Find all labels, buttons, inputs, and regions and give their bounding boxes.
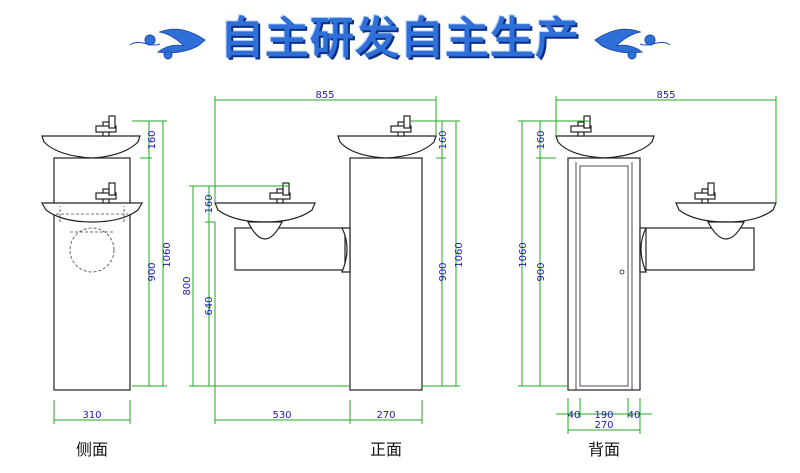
bubbler-faucet [95, 182, 117, 204]
dim-front-bowl-left: 160 [204, 194, 215, 213]
view-label-back: 背面 [588, 440, 620, 459]
bubbler-faucet [694, 182, 716, 204]
dim-back-bowl: 160 [536, 130, 547, 149]
dim-side-total: 1060 [162, 242, 173, 267]
column-body [53, 157, 131, 391]
dim-side-lower: 900 [147, 262, 158, 281]
floral-scroll-icon [594, 28, 671, 60]
dim-front-low-column: 640 [204, 296, 215, 315]
dim-front-overall: 855 [315, 90, 334, 101]
header-banner: 自主研发自主生产 [0, 0, 800, 70]
dim-back-door: 190 [594, 410, 613, 421]
low-bowl [214, 202, 316, 223]
dim-front-bowl-right: 160 [438, 130, 449, 149]
access-door [579, 165, 629, 387]
front-view: 855 530 270 160 800 640 160 900 1060 正面 [182, 90, 465, 459]
side-view: 310 160 900 1060 侧面 [40, 115, 173, 459]
page-title: 自主研发自主生产 [220, 13, 580, 64]
floral-scroll-icon [129, 28, 206, 60]
dim-back-column: 270 [594, 420, 613, 431]
view-label-front: 正面 [370, 440, 402, 459]
lower-bowl [40, 202, 144, 223]
back-view: 855 160 1060 900 40 190 40 270 背面 [518, 90, 777, 459]
column-body [349, 157, 423, 391]
bubbler-faucet [95, 115, 117, 137]
door-lock [619, 269, 625, 275]
dim-front-high-lower: 900 [438, 262, 449, 281]
bubbler-faucet [390, 115, 412, 137]
dim-front-arm: 530 [272, 410, 291, 421]
dim-back-overall: 855 [656, 90, 675, 101]
dim-side-width: 310 [82, 410, 101, 421]
side-arm [234, 227, 346, 271]
top-bowl [41, 135, 141, 159]
dim-side-bowl: 160 [147, 130, 158, 149]
dim-back-lower: 900 [536, 262, 547, 281]
view-label-side: 侧面 [76, 440, 108, 459]
side-arm [645, 227, 755, 271]
high-bowl [555, 135, 655, 159]
low-bowl [675, 202, 777, 223]
dim-front-low-total: 800 [182, 276, 193, 295]
dim-back-right-margin: 40 [628, 410, 641, 421]
bubbler-faucet [570, 115, 592, 137]
dim-back-left-margin: 40 [568, 410, 581, 421]
column-body [567, 157, 641, 391]
dim-front-column: 270 [376, 410, 395, 421]
high-bowl [337, 135, 437, 159]
dim-front-high-total: 1060 [454, 242, 465, 267]
bubbler-faucet [269, 182, 291, 204]
dim-back-total: 1060 [518, 242, 529, 267]
